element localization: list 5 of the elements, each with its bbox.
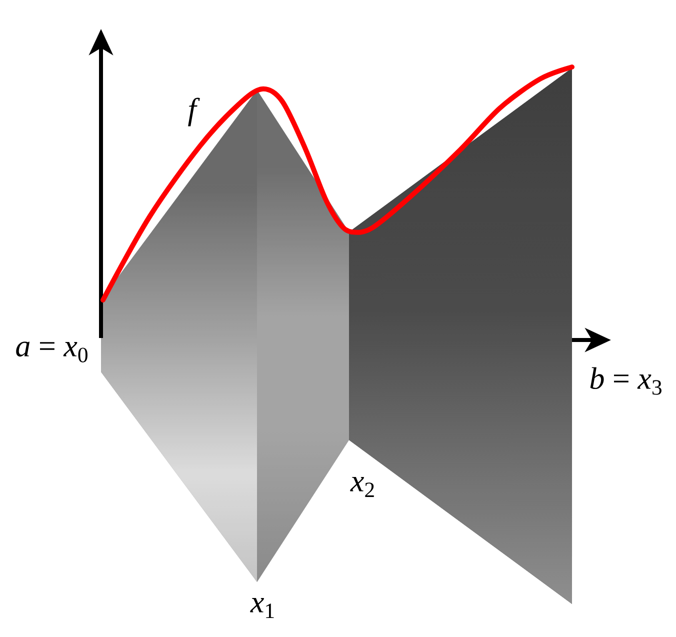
- axis-label: a = x$_{0}$: [16, 342, 88, 362]
- axis-label: x$_{2}$: [350, 477, 374, 498]
- axis-label: b = x$_{3}$: [590, 367, 662, 395]
- curve-label: f: [188, 98, 200, 126]
- axis-label: x$_{1}$: [250, 598, 274, 618]
